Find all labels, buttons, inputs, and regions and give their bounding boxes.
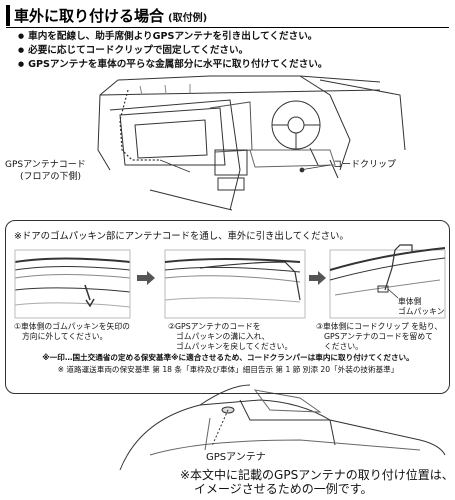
door-box-notes: ※一印…国土交通省の定める保安基準※に適合させるため、コードクランパーは車内に取… (8, 352, 448, 376)
gasket-label: 車体側 ゴムパッキン (398, 297, 445, 316)
step1-caption: ①車体側のゴムパッキンを矢印の 方向に外してください。 (14, 322, 130, 341)
instruction-item: 必要に応じてコードクリップで固定してください。 (18, 44, 327, 58)
antenna-label: GPSアンテナ (206, 452, 266, 463)
arrow-right-icon (309, 271, 326, 285)
cord-clip-label: コードクリップ (333, 160, 397, 170)
title-underline (6, 27, 449, 28)
section-title: 車外に取り付ける場合 (6, 5, 164, 26)
footnote: ※本文中に記載のGPSアンテナの取り付け位置は、 イメージさせるための一例です。 (180, 468, 454, 496)
dashboard-leaders (159, 159, 331, 173)
instruction-item: GPSアンテナを車体の平らな金属部分に水平に取り付けてください。 (18, 58, 327, 72)
section-subtitle: (取付例) (168, 13, 208, 24)
car-illustration (119, 384, 446, 471)
cord-route (119, 89, 160, 161)
arrow-right-icon (137, 271, 155, 285)
dashboard-illustration (97, 75, 406, 211)
compliance-note: ※一印…国土交通省の定める保安基準※に適合させるため、コードクランパーは車内に取… (42, 353, 414, 362)
step3-caption: ③車体側にコードクリップ を貼り、 GPSアンテナのコードを留めて ください。 (316, 322, 443, 351)
instruction-list: 車内を配線し、助手席側よりGPSアンテナを引き出してください。 必要に応じてコー… (18, 30, 327, 72)
door-gasket-lead: ※ドアのゴムパッキン部にアンテナコードを通し、車外に引き出してください。 (14, 231, 349, 242)
step1-illustration (14, 249, 131, 319)
section-header: 車外に取り付ける場合 (取付例) (6, 5, 208, 26)
step2-caption: ②GPSアンテナのコードを ゴムパッキンの溝に入れ、 ゴムパッキンを戻してくださ… (168, 322, 293, 351)
step2-illustration (164, 249, 306, 319)
instruction-item: 車内を配線し、助手席側よりGPSアンテナを引き出してください。 (18, 30, 327, 44)
cord-location-label: (フロアの下側) (20, 172, 82, 182)
regulation-reference: ※ 道路運送車両の保安基準 第 18 条「車枠及び車体」細目告示 第 1 節 別… (57, 365, 399, 374)
door-gasket-box (5, 220, 450, 394)
cord-label: GPSアンテナコード (5, 160, 86, 170)
step3-illustration (329, 244, 446, 319)
